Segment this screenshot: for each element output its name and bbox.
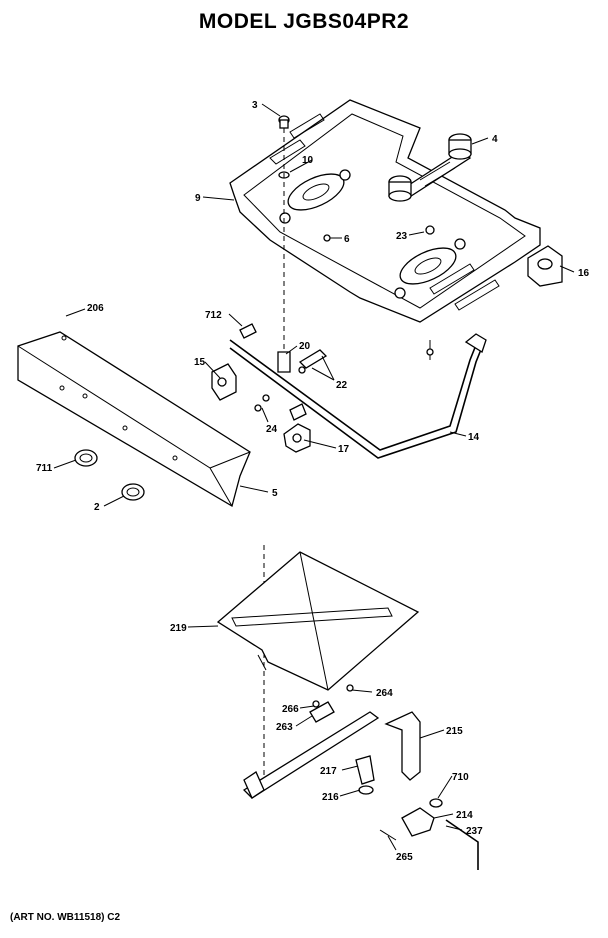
diagram-title: MODEL JGBS04PR2 [198, 10, 410, 33]
label-15: 15 [194, 357, 206, 368]
label-10: 10 [302, 155, 314, 166]
part-number-labels: 3 4 10 9 6 23 16 206 712 20 15 22 24 17 … [36, 100, 590, 863]
knob-bezels [74, 449, 145, 501]
label-237: 237 [466, 826, 483, 837]
label-5: 5 [272, 488, 278, 499]
label-217: 217 [320, 766, 337, 777]
label-16: 16 [578, 268, 590, 279]
label-710: 710 [452, 772, 469, 783]
label-2: 2 [94, 502, 100, 513]
leader-lines [53, 103, 575, 851]
burner-box-frame [229, 99, 541, 323]
label-263: 263 [276, 722, 293, 733]
label-22: 22 [336, 380, 348, 391]
label-14: 14 [468, 432, 480, 443]
label-216: 216 [322, 792, 339, 803]
label-24: 24 [266, 424, 278, 435]
label-206: 206 [87, 303, 104, 314]
label-219: 219 [170, 623, 187, 634]
art-number: (ART NO. WB11518) C2 [10, 912, 121, 923]
burner-ignitor-assembly [388, 133, 472, 202]
bracket-16 [527, 245, 563, 287]
label-712: 712 [205, 310, 222, 321]
label-4: 4 [492, 134, 498, 145]
label-9: 9 [195, 193, 201, 204]
label-711: 711 [36, 463, 53, 474]
label-3: 3 [252, 100, 258, 111]
label-214: 214 [456, 810, 473, 821]
label-265: 265 [396, 852, 413, 863]
label-23: 23 [396, 231, 408, 242]
label-266: 266 [282, 704, 299, 715]
oven-burner-assembly [242, 684, 479, 870]
label-20: 20 [299, 341, 311, 352]
manifold-panel [17, 331, 251, 507]
label-264: 264 [376, 688, 393, 699]
top-fasteners [278, 115, 435, 360]
oven-baffle-219 [216, 551, 420, 691]
label-6: 6 [344, 234, 350, 245]
label-17: 17 [338, 444, 350, 455]
manifold-pipe-assembly [211, 323, 487, 459]
label-215: 215 [446, 726, 463, 737]
